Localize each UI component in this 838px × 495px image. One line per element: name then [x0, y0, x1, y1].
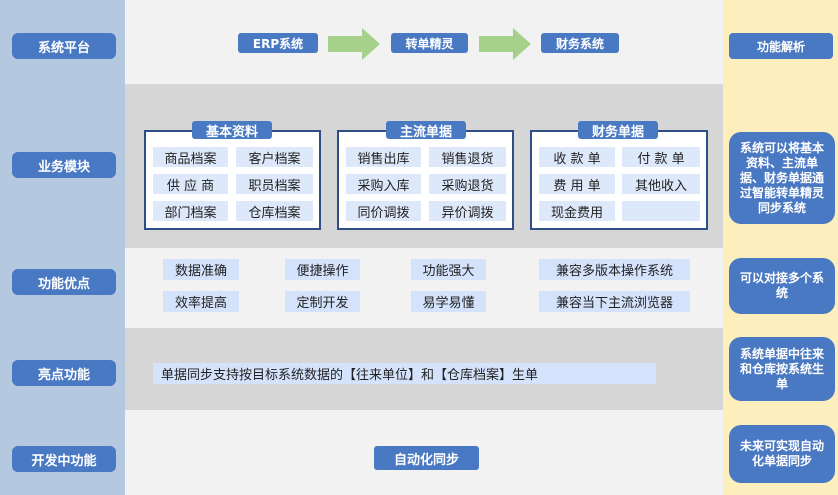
box-item: 同价调拨: [346, 201, 421, 221]
row-label-developing: 开发中功能: [12, 446, 116, 472]
box-item: 现金费用: [539, 201, 615, 221]
advantage-note: 可以对接多个系统: [729, 258, 835, 314]
developing-note: 未来可实现自动化单据同步: [729, 425, 835, 483]
flow-erp: ERP系统: [238, 33, 318, 53]
box-item: 采购入库: [346, 174, 421, 194]
analysis-header: 功能解析: [729, 33, 833, 59]
row-label-advantage: 功能优点: [12, 269, 116, 295]
box-item: 销售出库: [346, 147, 421, 167]
box-item: 异价调拨: [429, 201, 506, 221]
right-column: [723, 0, 838, 495]
arrow-right-icon: [328, 28, 380, 60]
box-item: 付 款 单: [622, 147, 700, 167]
left-column: [0, 0, 125, 495]
box-item: 采购退货: [429, 174, 506, 194]
auto-sync-badge: 自动化同步: [374, 446, 479, 470]
advantage-tag: 易学易懂: [411, 291, 486, 312]
box-item: 商品档案: [153, 147, 228, 167]
row-label-platform: 系统平台: [12, 33, 116, 59]
box-title-main: 主流单据: [386, 121, 466, 140]
box-item-empty: [622, 201, 700, 221]
advantage-tag: 数据准确: [163, 259, 239, 280]
box-item: 客户档案: [236, 147, 313, 167]
advantage-tag: 效率提高: [163, 291, 239, 312]
highlight-note: 系统单据中往来和仓库按系统生单: [729, 337, 835, 401]
row-label-module: 业务模块: [12, 152, 116, 178]
box-item: 销售退货: [429, 147, 506, 167]
box-title-finance: 财务单据: [578, 121, 658, 140]
arrow-right-icon: [479, 28, 531, 60]
row-label-highlight: 亮点功能: [12, 360, 116, 386]
advantage-tag: 兼容当下主流浏览器: [539, 291, 690, 312]
module-note: 系统可以将基本资料、主流单据、财务单据通过智能转单精灵同步系统: [729, 132, 835, 224]
highlight-text: 单据同步支持按目标系统数据的【往来单位】和【仓库档案】生单: [153, 363, 656, 384]
flow-converter: 转单精灵: [391, 33, 468, 53]
advantage-tag: 便捷操作: [285, 259, 360, 280]
box-item: 部门档案: [153, 201, 228, 221]
advantage-tag: 兼容多版本操作系统: [539, 259, 690, 280]
box-item: 职员档案: [236, 174, 313, 194]
advantage-tag: 功能强大: [411, 259, 486, 280]
box-item: 供 应 商: [153, 174, 228, 194]
advantage-tag: 定制开发: [285, 291, 360, 312]
box-item: 仓库档案: [236, 201, 313, 221]
box-title-basic: 基本资料: [192, 121, 272, 140]
box-item: 其他收入: [622, 174, 700, 194]
box-item: 收 款 单: [539, 147, 615, 167]
flow-finance: 财务系统: [541, 33, 619, 53]
box-item: 费 用 单: [539, 174, 615, 194]
